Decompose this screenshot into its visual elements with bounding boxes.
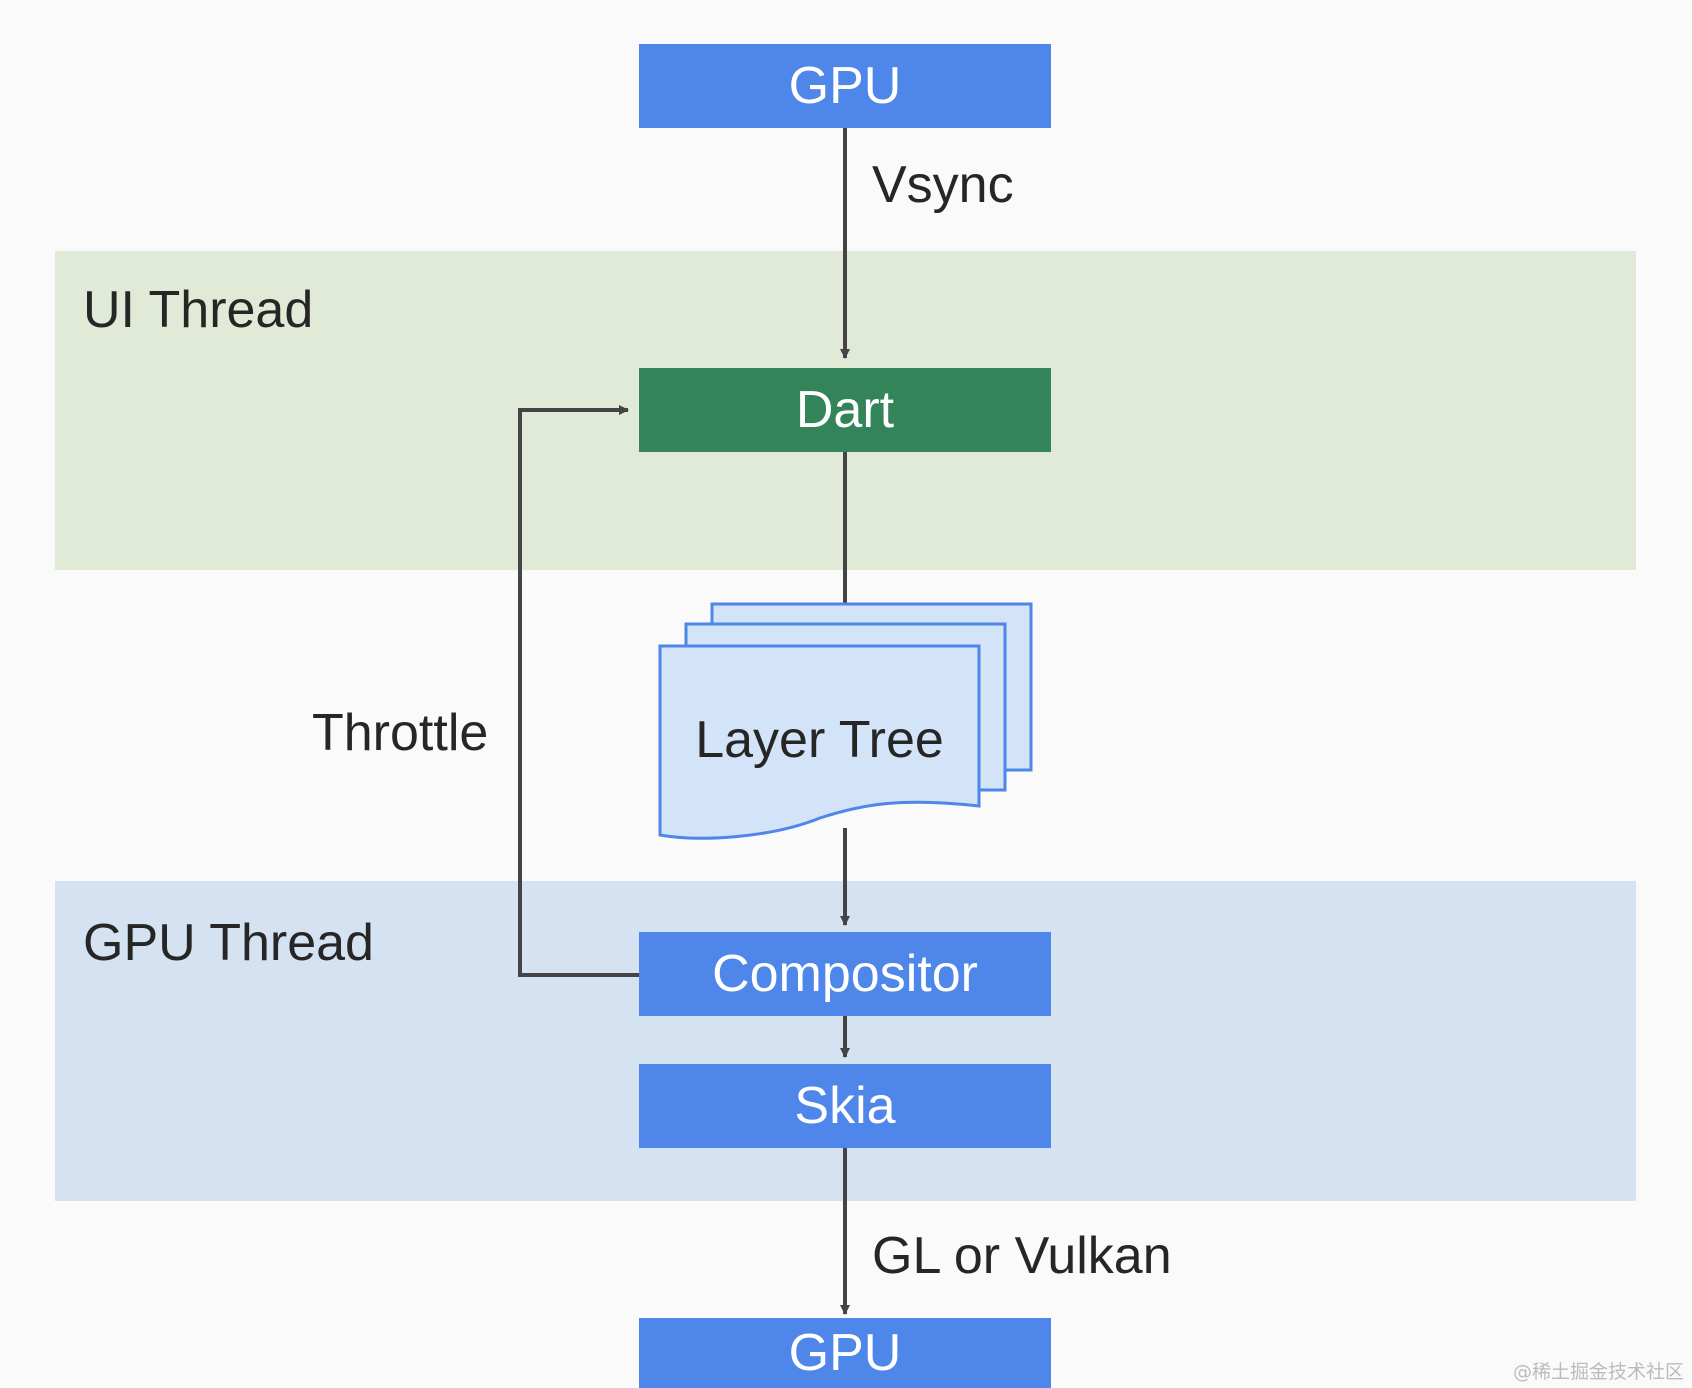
- watermark: @稀土掘金技术社区: [1512, 1361, 1684, 1383]
- compositor-node: Compositor: [639, 932, 1051, 1016]
- dart-node: Dart: [639, 368, 1051, 452]
- gpu-bottom-node: GPU: [639, 1318, 1051, 1388]
- skia-node: Skia: [639, 1064, 1051, 1148]
- layer-tree-label: Layer Tree: [695, 711, 944, 769]
- gl-or-vulkan-label: GL or Vulkan: [872, 1227, 1172, 1285]
- layer-sheet-front: [658, 644, 981, 840]
- gpu-top-node: GPU: [639, 44, 1051, 128]
- layer-tree-stack: [658, 602, 1033, 840]
- throttle-label: Throttle: [312, 704, 489, 762]
- vsync-label: Vsync: [872, 156, 1014, 214]
- gpu-thread-label: GPU Thread: [83, 914, 374, 972]
- throttle-arrow: [518, 405, 639, 977]
- ui-thread-label: UI Thread: [83, 281, 314, 339]
